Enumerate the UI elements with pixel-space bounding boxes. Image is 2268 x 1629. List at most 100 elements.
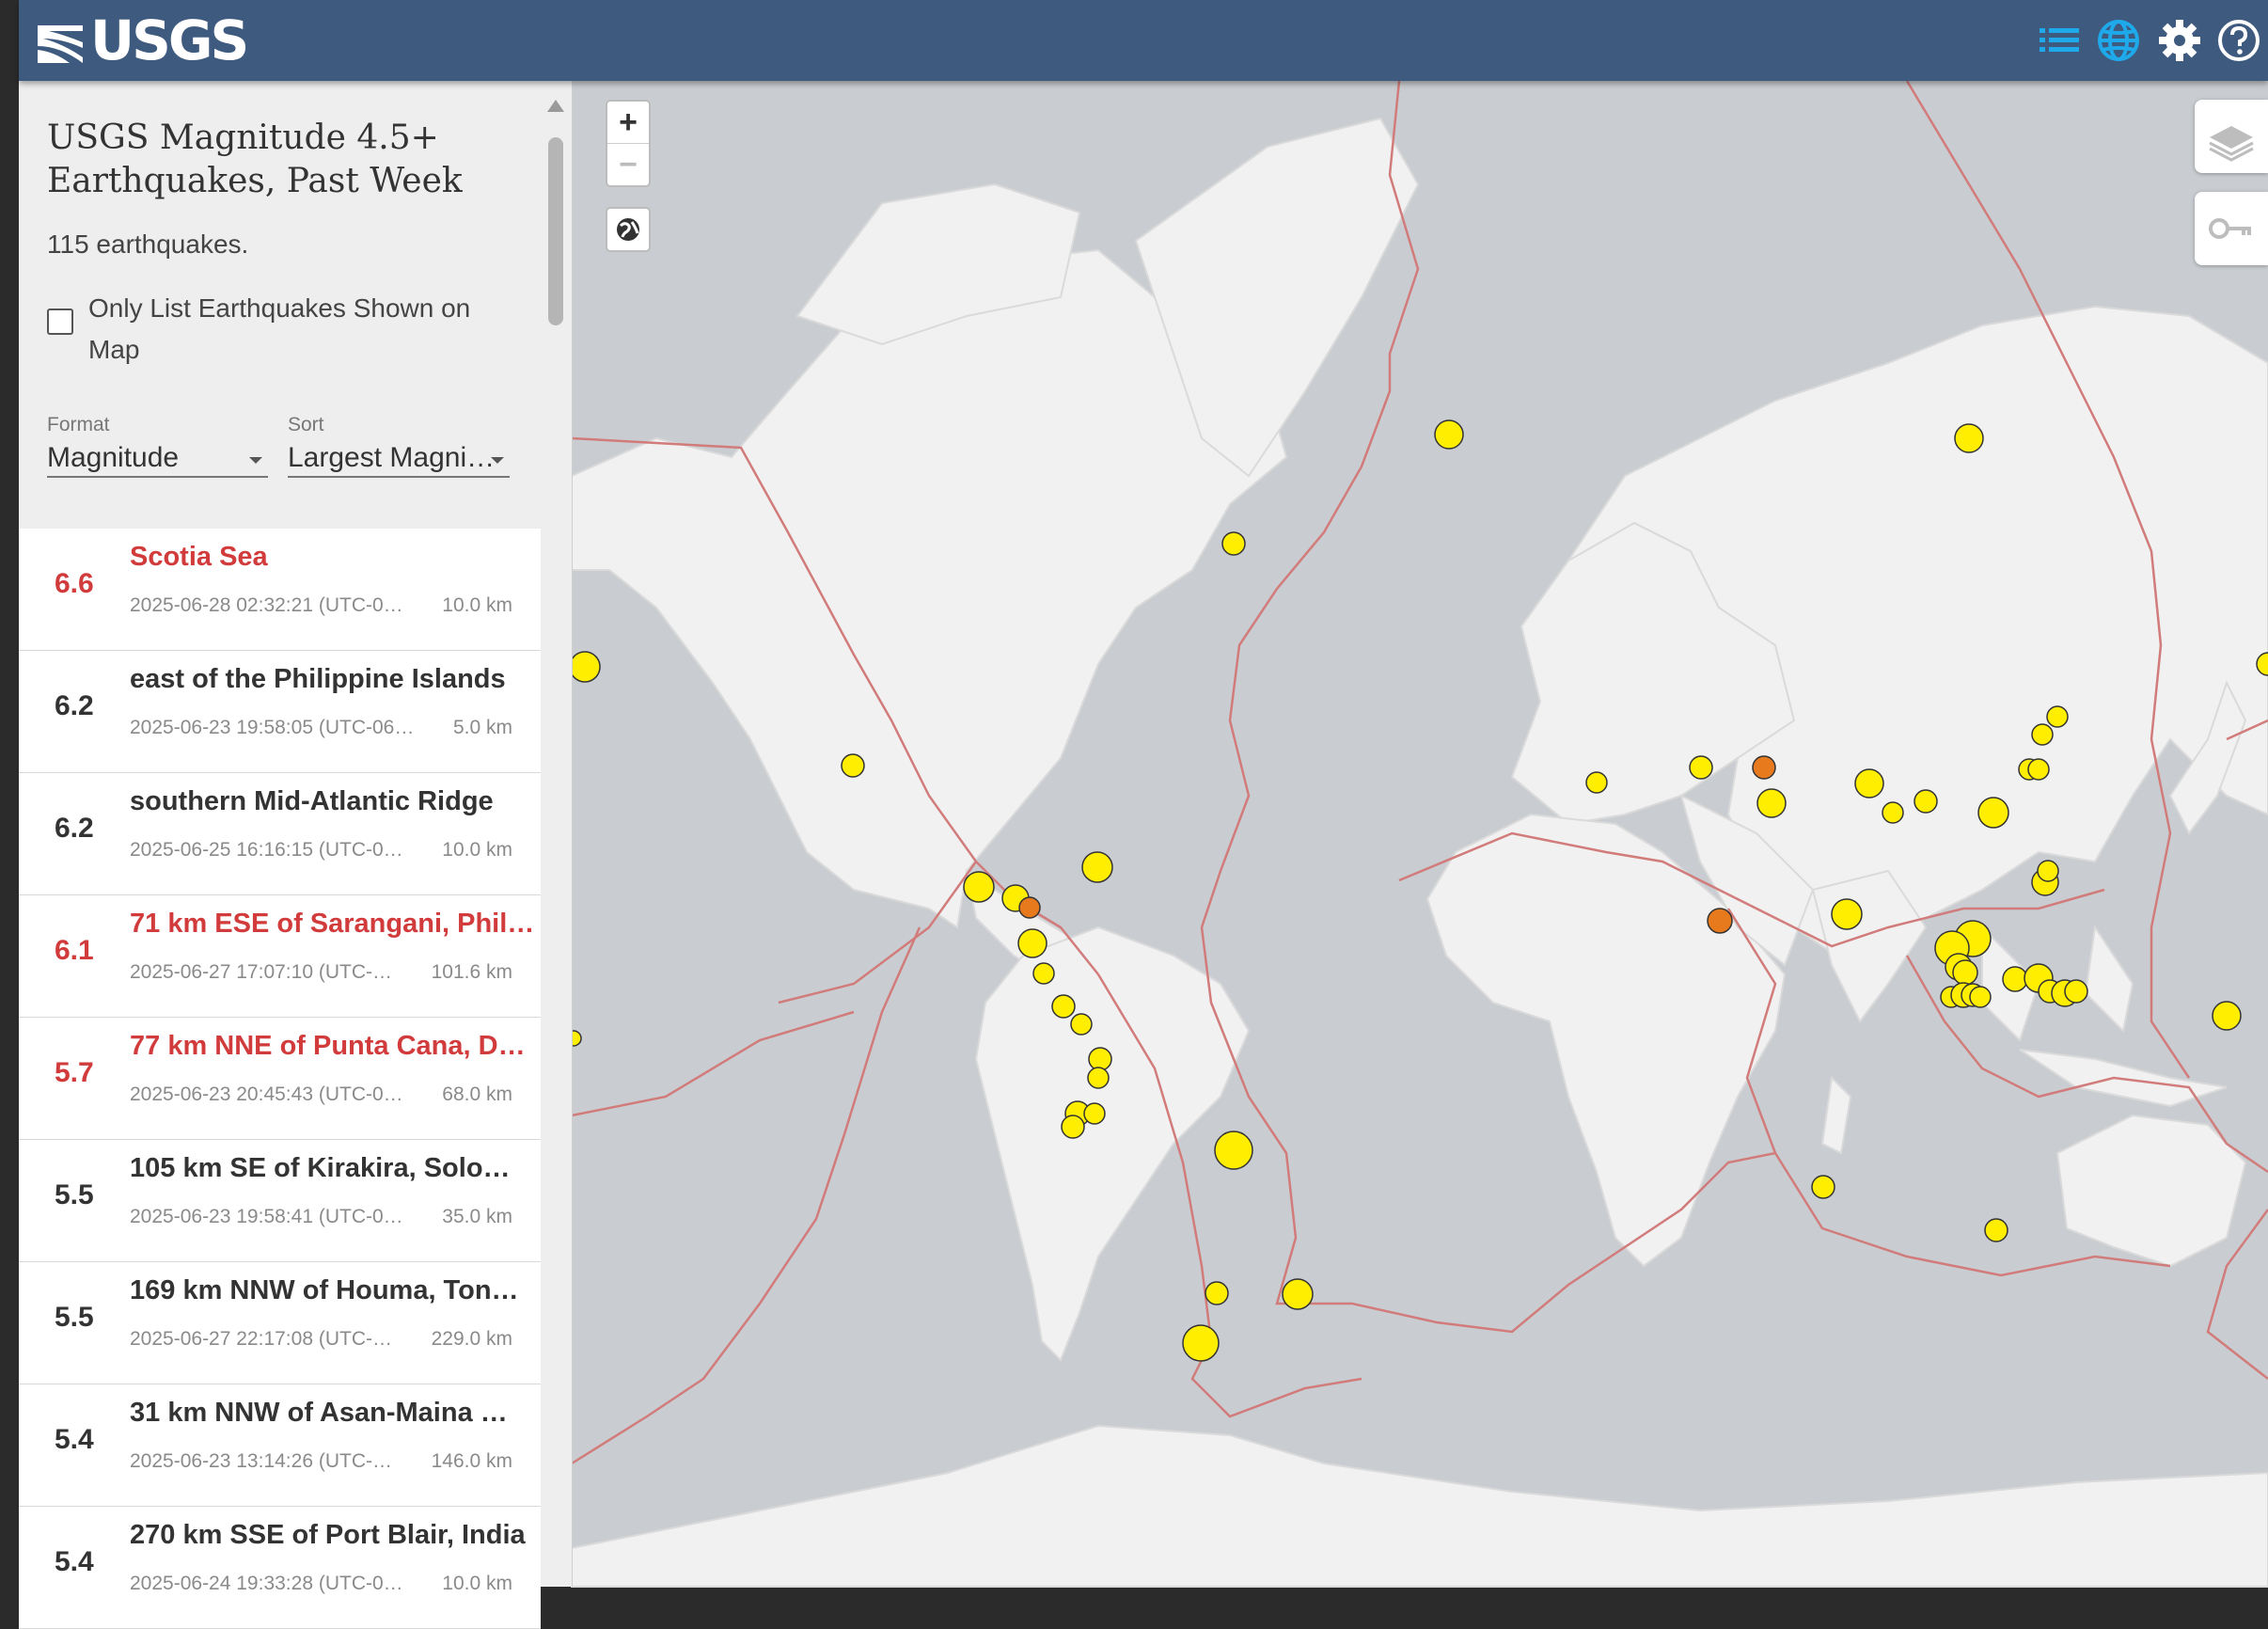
scrollbar-thumb[interactable]: [548, 137, 563, 325]
earthquake-marker: [2212, 1001, 2242, 1031]
gear-icon[interactable]: [2156, 17, 2203, 64]
earthquake-marker: [1689, 755, 1713, 780]
earthquake-place: 105 km SE of Kirakira, Solo…: [130, 1153, 511, 1183]
globe-icon[interactable]: [2095, 17, 2142, 64]
earthquake-marker: [1221, 531, 1246, 556]
earthquake-depth: 68.0 km: [442, 1083, 512, 1105]
zoom-in-button[interactable]: +: [607, 102, 649, 144]
earthquake-marker: [1214, 1131, 1253, 1170]
usgs-wave-icon: [38, 25, 83, 63]
list-title: USGS Magnitude 4.5+ Earthquakes, Past We…: [47, 119, 463, 200]
earthquake-marker: [1051, 994, 1076, 1019]
earthquake-time: 2025-06-27 22:17:08 (UTC-…: [130, 1328, 392, 1350]
earthquake-place: 77 km NNE of Punta Cana, D…: [130, 1031, 526, 1061]
earthquake-magnitude: 5.7: [55, 1057, 94, 1088]
earthquake-time: 2025-06-28 02:32:21 (UTC-0…: [130, 594, 403, 616]
earthquake-time: 2025-06-23 13:14:26 (UTC-…: [130, 1450, 392, 1472]
earthquake-marker: [1018, 896, 1041, 919]
zoom-out-button[interactable]: −: [619, 147, 638, 182]
earthquake-list-item[interactable]: 6.1 71 km ESE of Sarangani, Phil… 2025-0…: [19, 895, 541, 1018]
earthquake-marker: [2046, 705, 2069, 728]
layers-icon: [2209, 126, 2254, 162]
earthquake-depth: 101.6 km: [431, 961, 512, 983]
earthquake-marker: [1087, 1067, 1110, 1089]
earthquake-marker: [1977, 797, 2009, 829]
earthquake-marker: [1954, 423, 1984, 453]
earthquake-markers[interactable]: [565, 419, 2268, 1362]
earthquake-depth: 146.0 km: [431, 1450, 512, 1472]
earthquake-marker: [1070, 1013, 1093, 1036]
earthquake-marker: [569, 651, 601, 683]
earthquake-magnitude: 6.6: [55, 568, 94, 599]
earthquake-marker: [1088, 1047, 1112, 1071]
earthquake-marker: [1882, 801, 1904, 824]
earthquake-marker: [1831, 898, 1863, 930]
earthquake-marker: [1854, 768, 1884, 799]
earthquake-marker: [1061, 1115, 1085, 1139]
list-scrollbar[interactable]: [541, 81, 569, 1587]
earthquake-map[interactable]: + −: [565, 80, 2268, 1588]
world-view-button[interactable]: [606, 207, 651, 252]
earthquake-marker: [1914, 789, 1938, 814]
sort-label: Sort: [288, 414, 324, 435]
earthquake-marker: [1707, 908, 1733, 934]
chevron-down-icon: [491, 457, 504, 464]
earthquake-magnitude: 6.2: [55, 813, 94, 844]
earthquake-list-item[interactable]: 5.4 31 km NNW of Asan-Maina … 2025-06-23…: [19, 1384, 541, 1507]
earthquake-marker: [1017, 928, 1047, 958]
earthquake-time: 2025-06-23 19:58:05 (UTC-06…: [130, 717, 415, 738]
format-value: Magnitude: [47, 442, 180, 473]
earthquake-time: 2025-06-24 19:33:28 (UTC-0…: [130, 1573, 403, 1594]
earthquake-place: 270 km SSE of Port Blair, India: [130, 1520, 526, 1550]
earthquake-magnitude: 5.5: [55, 1302, 94, 1333]
earthquake-place: southern Mid-Atlantic Ridge: [130, 786, 494, 816]
earthquake-time: 2025-06-23 19:58:41 (UTC-0…: [130, 1206, 403, 1227]
earthquake-depth: 10.0 km: [442, 1573, 512, 1594]
earthquake-marker: [1081, 851, 1113, 883]
earthquake-marker: [1282, 1278, 1314, 1310]
earthquake-marker: [1984, 1218, 2008, 1242]
usgs-logo[interactable]: USGS: [36, 11, 249, 70]
earthquake-marker: [2256, 652, 2268, 676]
earthquake-list-item[interactable]: 5.5 169 km NNW of Houma, Ton… 2025-06-27…: [19, 1262, 541, 1384]
sort-select[interactable]: Largest Magni…: [288, 436, 510, 478]
only-list-shown-on-map-option[interactable]: Only List Earthquakes Shown on Map: [47, 288, 536, 372]
earthquake-place: east of the Philippine Islands: [130, 664, 506, 694]
help-icon[interactable]: [2215, 17, 2262, 64]
earthquake-depth: 35.0 km: [442, 1206, 512, 1227]
earthquake-list-item[interactable]: 6.6 Scotia Sea 2025-06-28 02:32:21 (UTC-…: [19, 529, 541, 651]
format-select[interactable]: Magnitude: [47, 436, 268, 478]
earthquake-marker: [1434, 419, 1464, 450]
scroll-up-arrow-icon[interactable]: [547, 100, 564, 112]
earthquake-list-item[interactable]: 5.4 270 km SSE of Port Blair, India 2025…: [19, 1507, 541, 1629]
earthquake-list-item[interactable]: 6.2 east of the Philippine Islands 2025-…: [19, 651, 541, 773]
earthquake-depth: 229.0 km: [431, 1328, 512, 1350]
earthquake-count: 115 earthquakes.: [47, 229, 249, 259]
earthquake-marker: [2064, 979, 2088, 1004]
earthquake-marker: [963, 871, 995, 903]
earthquake-place: 169 km NNW of Houma, Ton…: [130, 1275, 519, 1305]
earthquake-list-item[interactable]: 6.2 southern Mid-Atlantic Ridge 2025-06-…: [19, 773, 541, 895]
globe-icon: [617, 218, 639, 241]
map-legend-button[interactable]: [2195, 192, 2268, 265]
earthquake-depth: 10.0 km: [442, 839, 512, 861]
earthquake-list: 6.6 Scotia Sea 2025-06-28 02:32:21 (UTC-…: [19, 529, 541, 1629]
earthquake-marker: [1952, 959, 1978, 986]
earthquake-list-item[interactable]: 5.5 105 km SE of Kirakira, Solo… 2025-06…: [19, 1140, 541, 1262]
earthquake-list-item[interactable]: 5.7 77 km NNE of Punta Cana, D… 2025-06-…: [19, 1018, 541, 1140]
earthquake-magnitude: 6.2: [55, 690, 94, 721]
earthquake-marker: [841, 753, 865, 778]
world-map: [565, 80, 2268, 1588]
earthquake-time: 2025-06-23 20:45:43 (UTC-0…: [130, 1083, 403, 1105]
map-layers-button[interactable]: [2195, 100, 2268, 173]
list-icon[interactable]: [2036, 17, 2083, 64]
only-list-label: Only List Earthquakes Shown on Map: [88, 293, 471, 364]
earthquake-marker: [1083, 1102, 1106, 1125]
key-icon: [2209, 218, 2251, 239]
only-list-checkbox[interactable]: [47, 308, 73, 335]
earthquake-marker: [2002, 966, 2028, 992]
earthquake-magnitude: 5.4: [55, 1546, 94, 1577]
chevron-down-icon: [249, 457, 262, 464]
earthquake-marker: [1752, 755, 1776, 780]
earthquake-place: 31 km NNW of Asan-Maina …: [130, 1398, 508, 1428]
